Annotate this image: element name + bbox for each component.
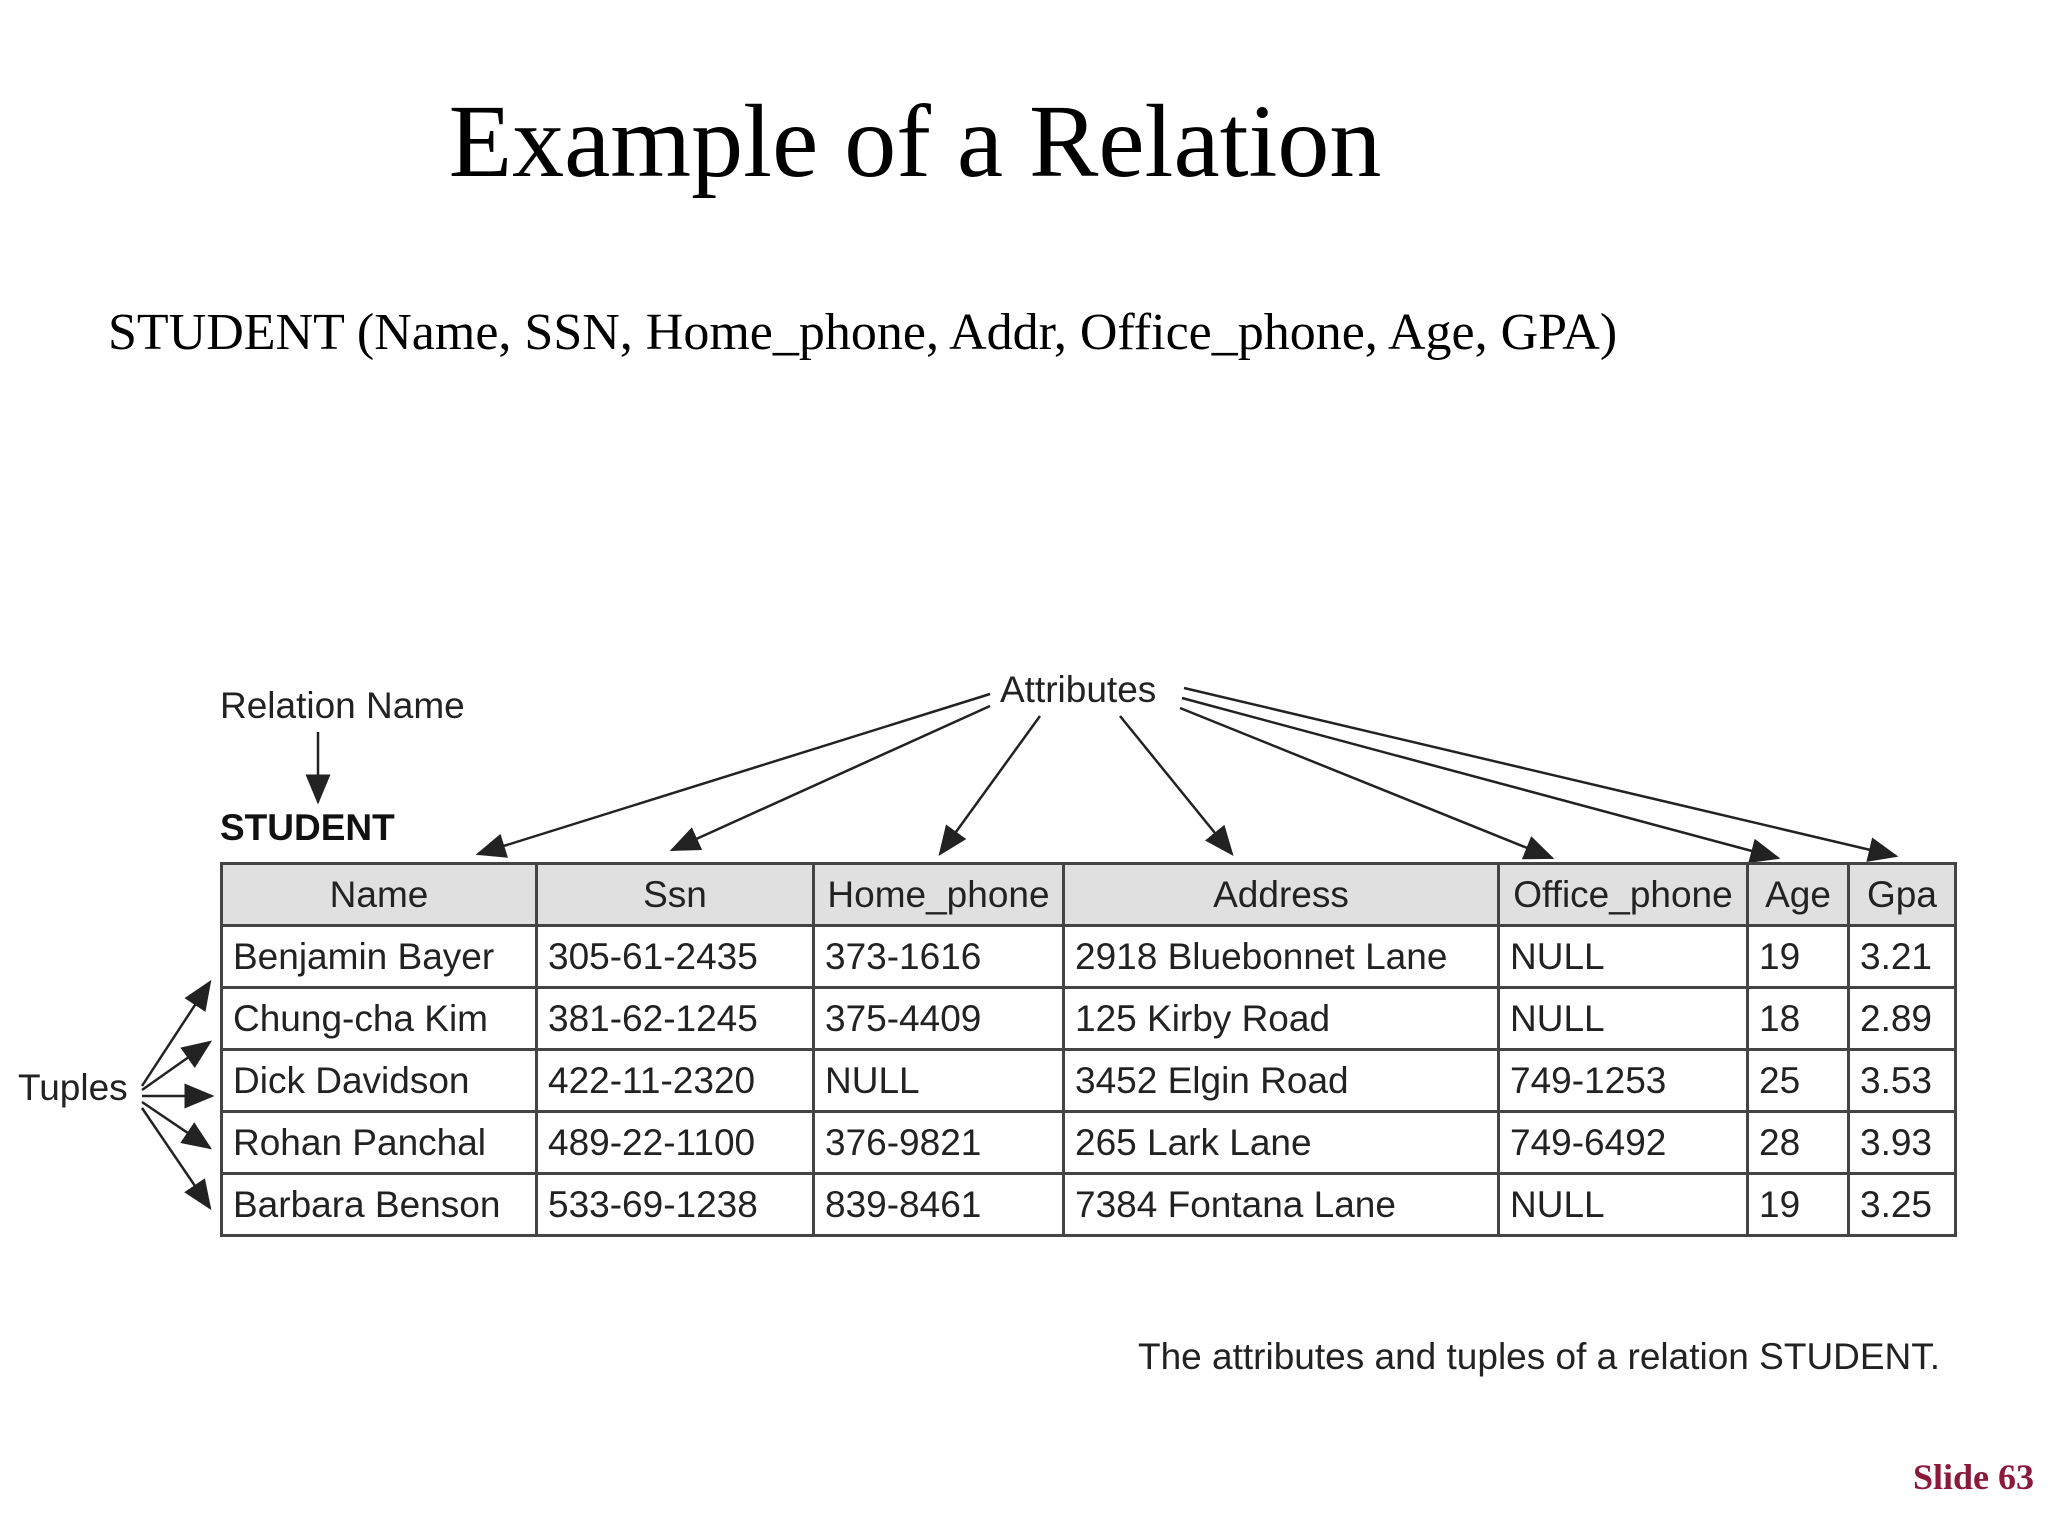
table-row: Benjamin Bayer 305-61-2435 373-1616 2918… — [220, 924, 1957, 989]
cell-gpa: 3.53 — [1847, 1048, 1957, 1113]
relation-name-label: Relation Name — [220, 685, 465, 726]
slide-number: Slide 63 — [1912, 1457, 2034, 1497]
cell-home-phone: 375-4409 — [812, 986, 1065, 1051]
cell-age: 25 — [1746, 1048, 1850, 1113]
column-header-gpa: Gpa — [1847, 862, 1957, 927]
attribute-arrow-office-phone — [1179, 706, 1555, 860]
attribute-arrow-address — [1119, 715, 1234, 856]
cell-address: 265 Lark Lane — [1062, 1110, 1500, 1175]
tuple-arrow-2 — [141, 1040, 213, 1092]
slide-title: Example of a Relation — [448, 84, 1382, 199]
cell-home-phone: 376-9821 — [812, 1110, 1065, 1175]
column-header-address: Address — [1062, 862, 1500, 927]
column-header-ssn: Ssn — [535, 862, 815, 927]
relation-name: STUDENT — [220, 807, 395, 848]
cell-gpa: 3.93 — [1847, 1110, 1957, 1175]
attribute-arrow-name — [475, 692, 991, 858]
tuples-label: Tuples — [18, 1067, 128, 1108]
cell-address: 7384 Fontana Lane — [1062, 1172, 1500, 1237]
cell-name: Dick Davidson — [220, 1048, 538, 1113]
tuple-arrow-1 — [140, 979, 212, 1087]
cell-office-phone: NULL — [1497, 986, 1749, 1051]
tuple-arrow-4 — [141, 1100, 213, 1150]
cell-home-phone: 373-1616 — [812, 924, 1065, 989]
attribute-arrow-age — [1181, 696, 1781, 863]
cell-office-phone: 749-1253 — [1497, 1048, 1749, 1113]
column-header-name: Name — [220, 862, 538, 927]
cell-address: 125 Kirby Road — [1062, 986, 1500, 1051]
cell-ssn: 381-62-1245 — [535, 986, 815, 1051]
cell-ssn: 305-61-2435 — [535, 924, 815, 989]
relation-schema-text: STUDENT (Name, SSN, Home_phone, Addr, Of… — [108, 304, 1618, 361]
cell-home-phone: NULL — [812, 1048, 1065, 1113]
cell-age: 19 — [1746, 1172, 1850, 1237]
table-row: Barbara Benson 533-69-1238 839-8461 7384… — [220, 1172, 1957, 1237]
tuple-arrow-5 — [140, 1107, 212, 1211]
cell-gpa: 3.25 — [1847, 1172, 1957, 1237]
cell-gpa: 3.21 — [1847, 924, 1957, 989]
cell-home-phone: 839-8461 — [812, 1172, 1065, 1237]
table-row: Dick Davidson 422-11-2320 NULL 3452 Elgi… — [220, 1048, 1957, 1113]
attribute-arrow-ssn — [669, 704, 991, 852]
attribute-arrow-gpa — [1183, 686, 1899, 862]
student-relation-table: Name Ssn Home_phone Address Office_phone… — [220, 862, 1957, 1237]
figure-caption: The attributes and tuples of a relation … — [1138, 1336, 1941, 1377]
cell-age: 18 — [1746, 986, 1850, 1051]
column-header-age: Age — [1746, 862, 1850, 927]
cell-name: Barbara Benson — [220, 1172, 538, 1237]
cell-ssn: 533-69-1238 — [535, 1172, 815, 1237]
attribute-arrow-home-phone — [938, 715, 1042, 857]
column-header-office-phone: Office_phone — [1497, 862, 1749, 927]
cell-age: 19 — [1746, 924, 1850, 989]
cell-ssn: 489-22-1100 — [535, 1110, 815, 1175]
cell-office-phone: NULL — [1497, 1172, 1749, 1237]
table-header-row: Name Ssn Home_phone Address Office_phone… — [220, 862, 1957, 927]
column-header-home-phone: Home_phone — [812, 862, 1065, 927]
cell-age: 28 — [1746, 1110, 1850, 1175]
cell-address: 2918 Bluebonnet Lane — [1062, 924, 1500, 989]
table-row: Rohan Panchal 489-22-1100 376-9821 265 L… — [220, 1110, 1957, 1175]
table-row: Chung-cha Kim 381-62-1245 375-4409 125 K… — [220, 986, 1957, 1051]
cell-address: 3452 Elgin Road — [1062, 1048, 1500, 1113]
cell-name: Chung-cha Kim — [220, 986, 538, 1051]
cell-office-phone: NULL — [1497, 924, 1749, 989]
cell-ssn: 422-11-2320 — [535, 1048, 815, 1113]
cell-name: Benjamin Bayer — [220, 924, 538, 989]
cell-office-phone: 749-6492 — [1497, 1110, 1749, 1175]
attributes-label: Attributes — [1000, 669, 1157, 710]
cell-name: Rohan Panchal — [220, 1110, 538, 1175]
cell-gpa: 2.89 — [1847, 986, 1957, 1051]
